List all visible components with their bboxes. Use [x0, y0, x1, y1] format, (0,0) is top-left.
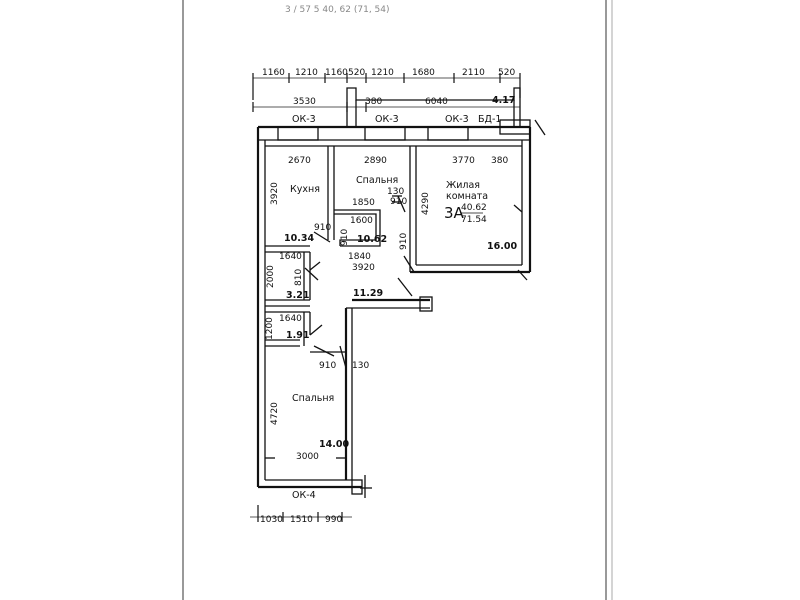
- dim-1640-a: 1640: [279, 252, 302, 262]
- dim-910-d: 910: [340, 229, 350, 246]
- dim-130-a: 130: [387, 187, 404, 197]
- room-living-name-1: Жилая: [446, 180, 480, 191]
- room-bedroom2-name: Спальня: [292, 393, 334, 404]
- dim-6040: 6040: [425, 97, 448, 107]
- top-dim: 1210: [295, 68, 318, 78]
- dim-3530: 3530: [293, 97, 316, 107]
- dim-1600: 1600: [350, 216, 373, 226]
- balcony: [346, 87, 521, 127]
- dim-380-inner: 380: [491, 156, 508, 166]
- top-dim: 520: [348, 68, 365, 78]
- bottom-dim: 990: [325, 515, 342, 525]
- top-dim: 1210: [371, 68, 394, 78]
- inner-walls: [265, 145, 522, 459]
- room-living-area: 16.00: [487, 241, 517, 252]
- dim-3770: 3770: [452, 156, 475, 166]
- dim-130-b: 130: [352, 361, 369, 371]
- dim-380: 380: [365, 97, 382, 107]
- room-kitchen-area: 10.34: [284, 233, 314, 244]
- top-dim: 1160: [325, 68, 348, 78]
- room-bedroom1-name: Спальня: [356, 175, 398, 186]
- top-dim: 520: [498, 68, 515, 78]
- room-bath-area: 3.21: [286, 290, 309, 301]
- window-ok3-c: ОК-3: [445, 114, 469, 125]
- dim-810: 810: [294, 269, 304, 286]
- dim-1850: 1850: [352, 198, 375, 208]
- dim-3920-left: 3920: [270, 182, 280, 205]
- dim-2670: 2670: [288, 156, 311, 166]
- header-text: 3 / 57 5 40, 62 (71, 54): [285, 5, 390, 15]
- dim-3920-mid: 3920: [352, 263, 375, 273]
- room-bedroom1-area: 10.62: [357, 234, 387, 245]
- dim-4720: 4720: [270, 402, 280, 425]
- top-dim: 1160: [262, 68, 285, 78]
- dim-1840: 1840: [348, 252, 371, 262]
- dim-2000: 2000: [266, 265, 276, 288]
- dim-4290: 4290: [421, 192, 431, 215]
- apartment-type: 3А: [444, 204, 465, 222]
- dim-910-e: 910: [319, 361, 336, 371]
- room-hall-area: 11.29: [353, 288, 383, 299]
- bottom-dim: 1510: [290, 515, 313, 525]
- dim-1640-b: 1640: [279, 314, 302, 324]
- window-ok3-a: ОК-3: [292, 114, 316, 125]
- room-wc-area: 1.91: [286, 330, 309, 341]
- room-living-name-2: комната: [446, 191, 488, 202]
- bottom-dim: 1030: [260, 515, 283, 525]
- apartment-total-area: 71.54: [461, 215, 487, 225]
- room-bedroom2-area: 14.00: [319, 439, 349, 450]
- dim-910-c: 910: [314, 223, 331, 233]
- window-bd1: БД-1: [478, 114, 501, 125]
- dim-910-b: 910: [399, 233, 409, 250]
- window-ok3-b: ОК-3: [375, 114, 399, 125]
- room-kitchen-name: Кухня: [290, 184, 320, 195]
- top-row-dims: 1160 1210 1160 520 1210 1680 2110 520: [262, 68, 515, 78]
- dim-3000: 3000: [296, 452, 319, 462]
- dim-2890: 2890: [364, 156, 387, 166]
- dim-910-a: 910: [390, 197, 407, 207]
- apartment-living-area: 40.62: [461, 203, 487, 213]
- outer-walls: [256, 119, 546, 498]
- top-dim: 2110: [462, 68, 485, 78]
- top-dim: 1680: [412, 68, 435, 78]
- window-ok4: ОК-4: [292, 490, 316, 501]
- dim-1200: 1200: [265, 317, 275, 340]
